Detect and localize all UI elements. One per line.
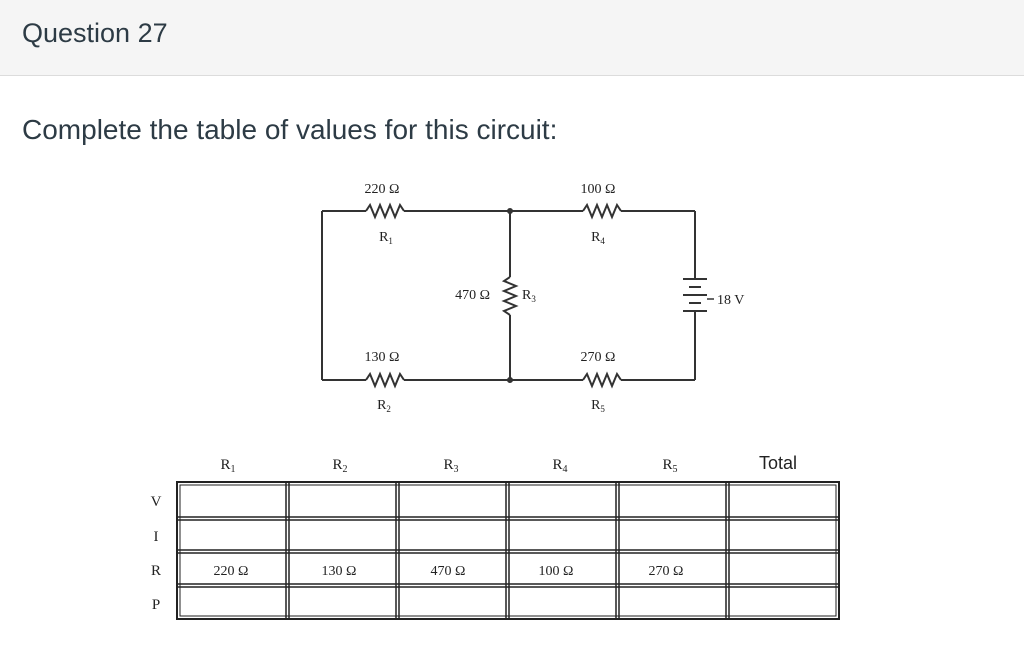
- r2-label: R2: [377, 398, 391, 414]
- junction-dot: [507, 377, 513, 383]
- col-header-r2: R2: [332, 457, 347, 475]
- r4-value: 100 Ω: [581, 182, 616, 197]
- r3-value: 470 Ω: [455, 288, 490, 303]
- resistor-r1-symbol: [365, 202, 405, 220]
- r1-label: R1: [379, 230, 393, 246]
- r3-label: R3: [522, 288, 536, 304]
- row-label-p: P: [152, 597, 160, 613]
- resistor-r2-symbol: [365, 371, 405, 389]
- resistor-r5-symbol: [582, 371, 622, 389]
- circuit-diagram: [321, 202, 696, 389]
- row-label-r: R: [151, 563, 161, 579]
- question-prompt: Complete the table of values for this ci…: [22, 114, 558, 145]
- cell-r-r1: 220 Ω: [214, 564, 249, 579]
- row-label-v: V: [151, 494, 162, 510]
- r1-value: 220 Ω: [365, 182, 400, 197]
- values-table: R1 R2 R3 R4 R5 Total V I R P: [151, 453, 840, 620]
- col-header-r5: R5: [662, 457, 677, 475]
- r2-value: 130 Ω: [365, 350, 400, 365]
- r5-value: 270 Ω: [581, 350, 616, 365]
- cell-r-r3: 470 Ω: [431, 564, 466, 579]
- r4-label: R4: [591, 230, 605, 246]
- cell-r-r5: 270 Ω: [649, 564, 684, 579]
- cell-r-r2: 130 Ω: [322, 564, 357, 579]
- question-title: Question 27: [22, 18, 168, 48]
- question-header: Question 27: [0, 0, 1024, 76]
- row-dividers: [177, 516, 839, 588]
- source-voltage: 18 V: [717, 293, 744, 308]
- column-dividers: [285, 482, 730, 619]
- cell-r-r4: 100 Ω: [539, 564, 574, 579]
- r5-label: R5: [591, 398, 605, 414]
- col-header-total: Total: [759, 453, 797, 473]
- resistor-r4-symbol: [582, 202, 622, 220]
- row-label-i: I: [154, 529, 159, 545]
- col-header-r1: R1: [220, 457, 235, 475]
- junction-dot: [507, 208, 513, 214]
- resistor-r3-symbol: [501, 276, 519, 316]
- col-header-r4: R4: [552, 457, 567, 475]
- battery-symbol: [683, 278, 707, 314]
- col-header-r3: R3: [443, 457, 458, 475]
